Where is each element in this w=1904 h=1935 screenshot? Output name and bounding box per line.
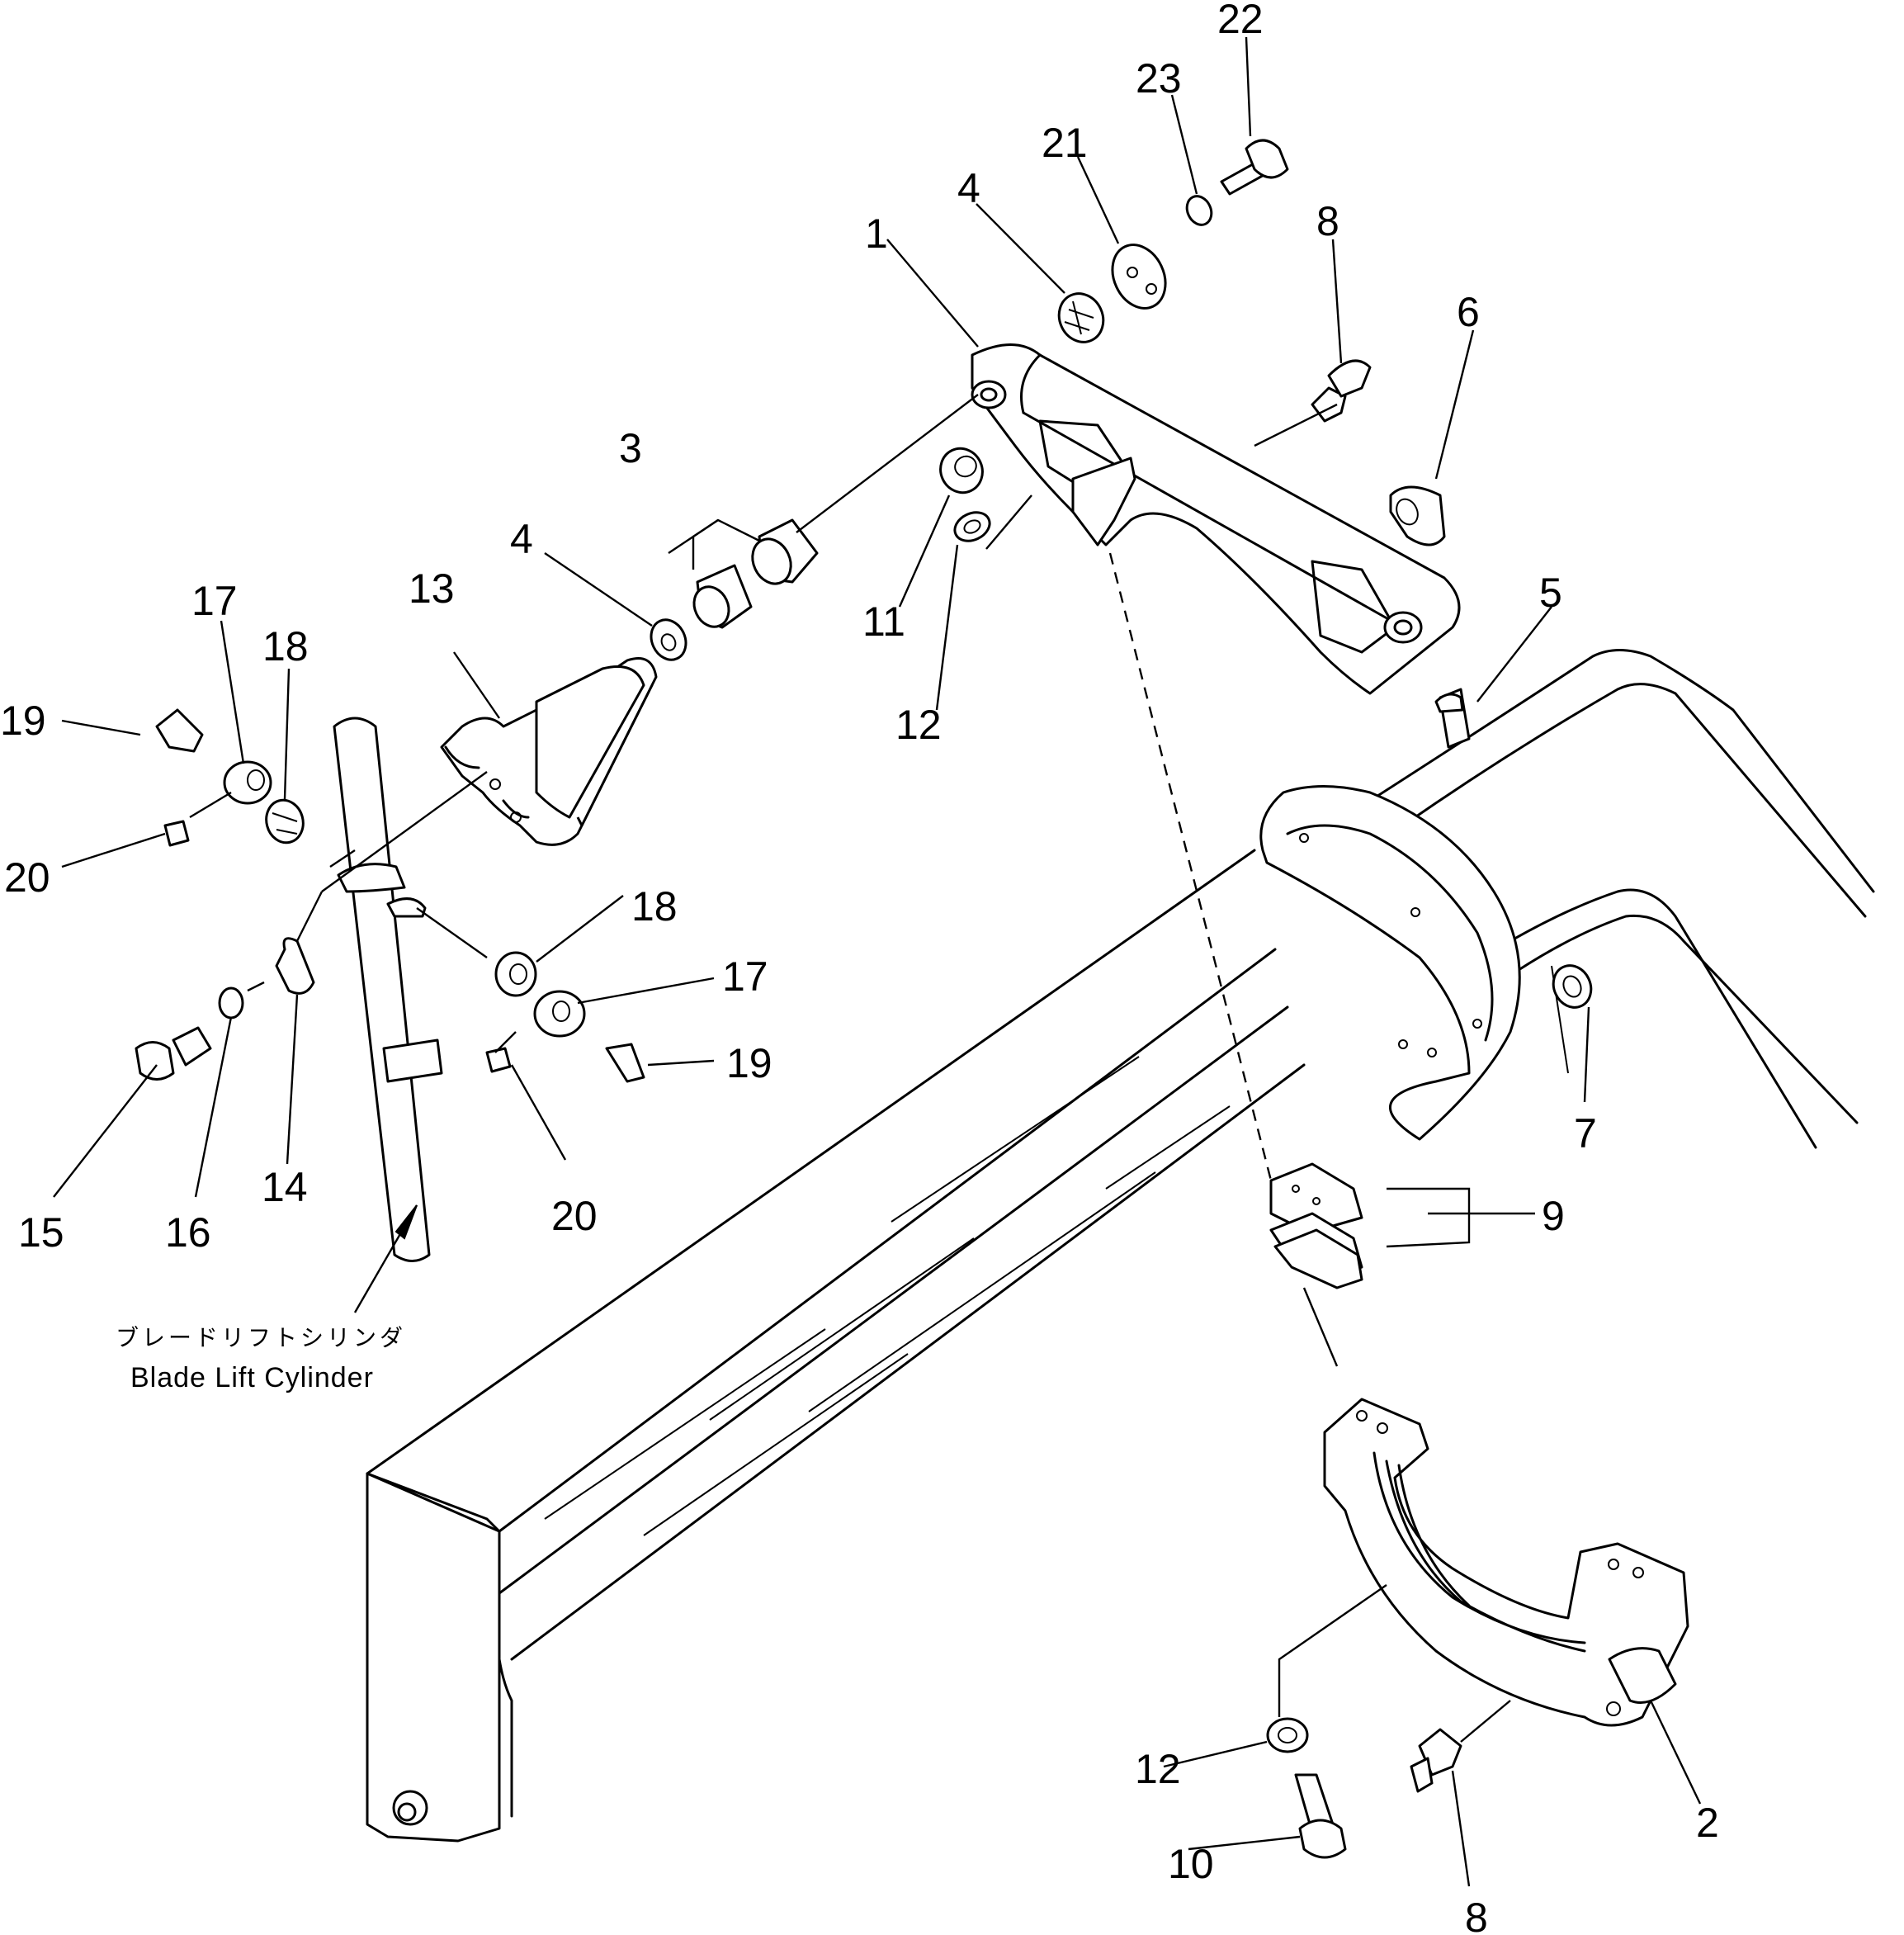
callout-17-left: 17	[191, 578, 238, 624]
callout-6: 6	[1457, 289, 1480, 335]
blade-lift-cylinder-caption: ブレードリフトシリンダ Blade Lift Cylinder	[116, 1324, 406, 1393]
blade-lift-cylinder	[333, 717, 443, 1262]
callout-7: 7	[1574, 1110, 1597, 1157]
callout-4-lower: 4	[510, 516, 533, 562]
clamp-part-2	[1323, 1398, 1689, 1727]
callout-8-upper: 8	[1316, 198, 1339, 244]
callout-12-lower: 12	[1135, 1746, 1181, 1792]
callout-9: 9	[1542, 1193, 1565, 1239]
callout-17-right: 17	[722, 953, 768, 1000]
callout-15: 15	[18, 1209, 64, 1256]
callout-4-upper: 4	[957, 165, 980, 211]
callout-8-lower: 8	[1465, 1895, 1488, 1935]
callout-13: 13	[409, 565, 455, 612]
callout-19-left: 19	[0, 698, 46, 744]
callout-12-upper: 12	[895, 702, 942, 748]
caption-japanese: ブレードリフトシリンダ	[116, 1324, 406, 1351]
callout-1: 1	[865, 211, 888, 257]
callout-10: 10	[1168, 1841, 1214, 1887]
caption-english: Blade Lift Cylinder	[130, 1362, 374, 1393]
callout-14: 14	[262, 1164, 308, 1210]
callout-23: 23	[1136, 55, 1182, 102]
pointer-arrowhead	[395, 1204, 418, 1240]
small-parts	[135, 139, 1593, 1859]
callout-16: 16	[165, 1209, 211, 1256]
callout-22: 22	[1217, 0, 1264, 42]
bracket-part-1	[971, 343, 1461, 695]
callout-labels: 1 2 3 4 4 5 6 7 8 8 9 10 11 12 12 13 14 …	[0, 0, 1719, 1935]
callout-18-left: 18	[262, 623, 309, 669]
frame-beam	[366, 649, 1875, 1843]
callout-3: 3	[619, 425, 642, 471]
callout-19-right: 19	[726, 1040, 772, 1086]
callout-20-right: 20	[551, 1193, 598, 1239]
callout-2: 2	[1696, 1800, 1719, 1846]
callout-11: 11	[862, 598, 905, 645]
callout-18-right: 18	[631, 883, 678, 930]
callout-21: 21	[1042, 120, 1088, 166]
callout-20-left: 20	[4, 854, 50, 901]
shims-part-9	[1269, 1162, 1363, 1289]
callout-5: 5	[1539, 570, 1562, 616]
shaft-part-13	[440, 657, 658, 846]
